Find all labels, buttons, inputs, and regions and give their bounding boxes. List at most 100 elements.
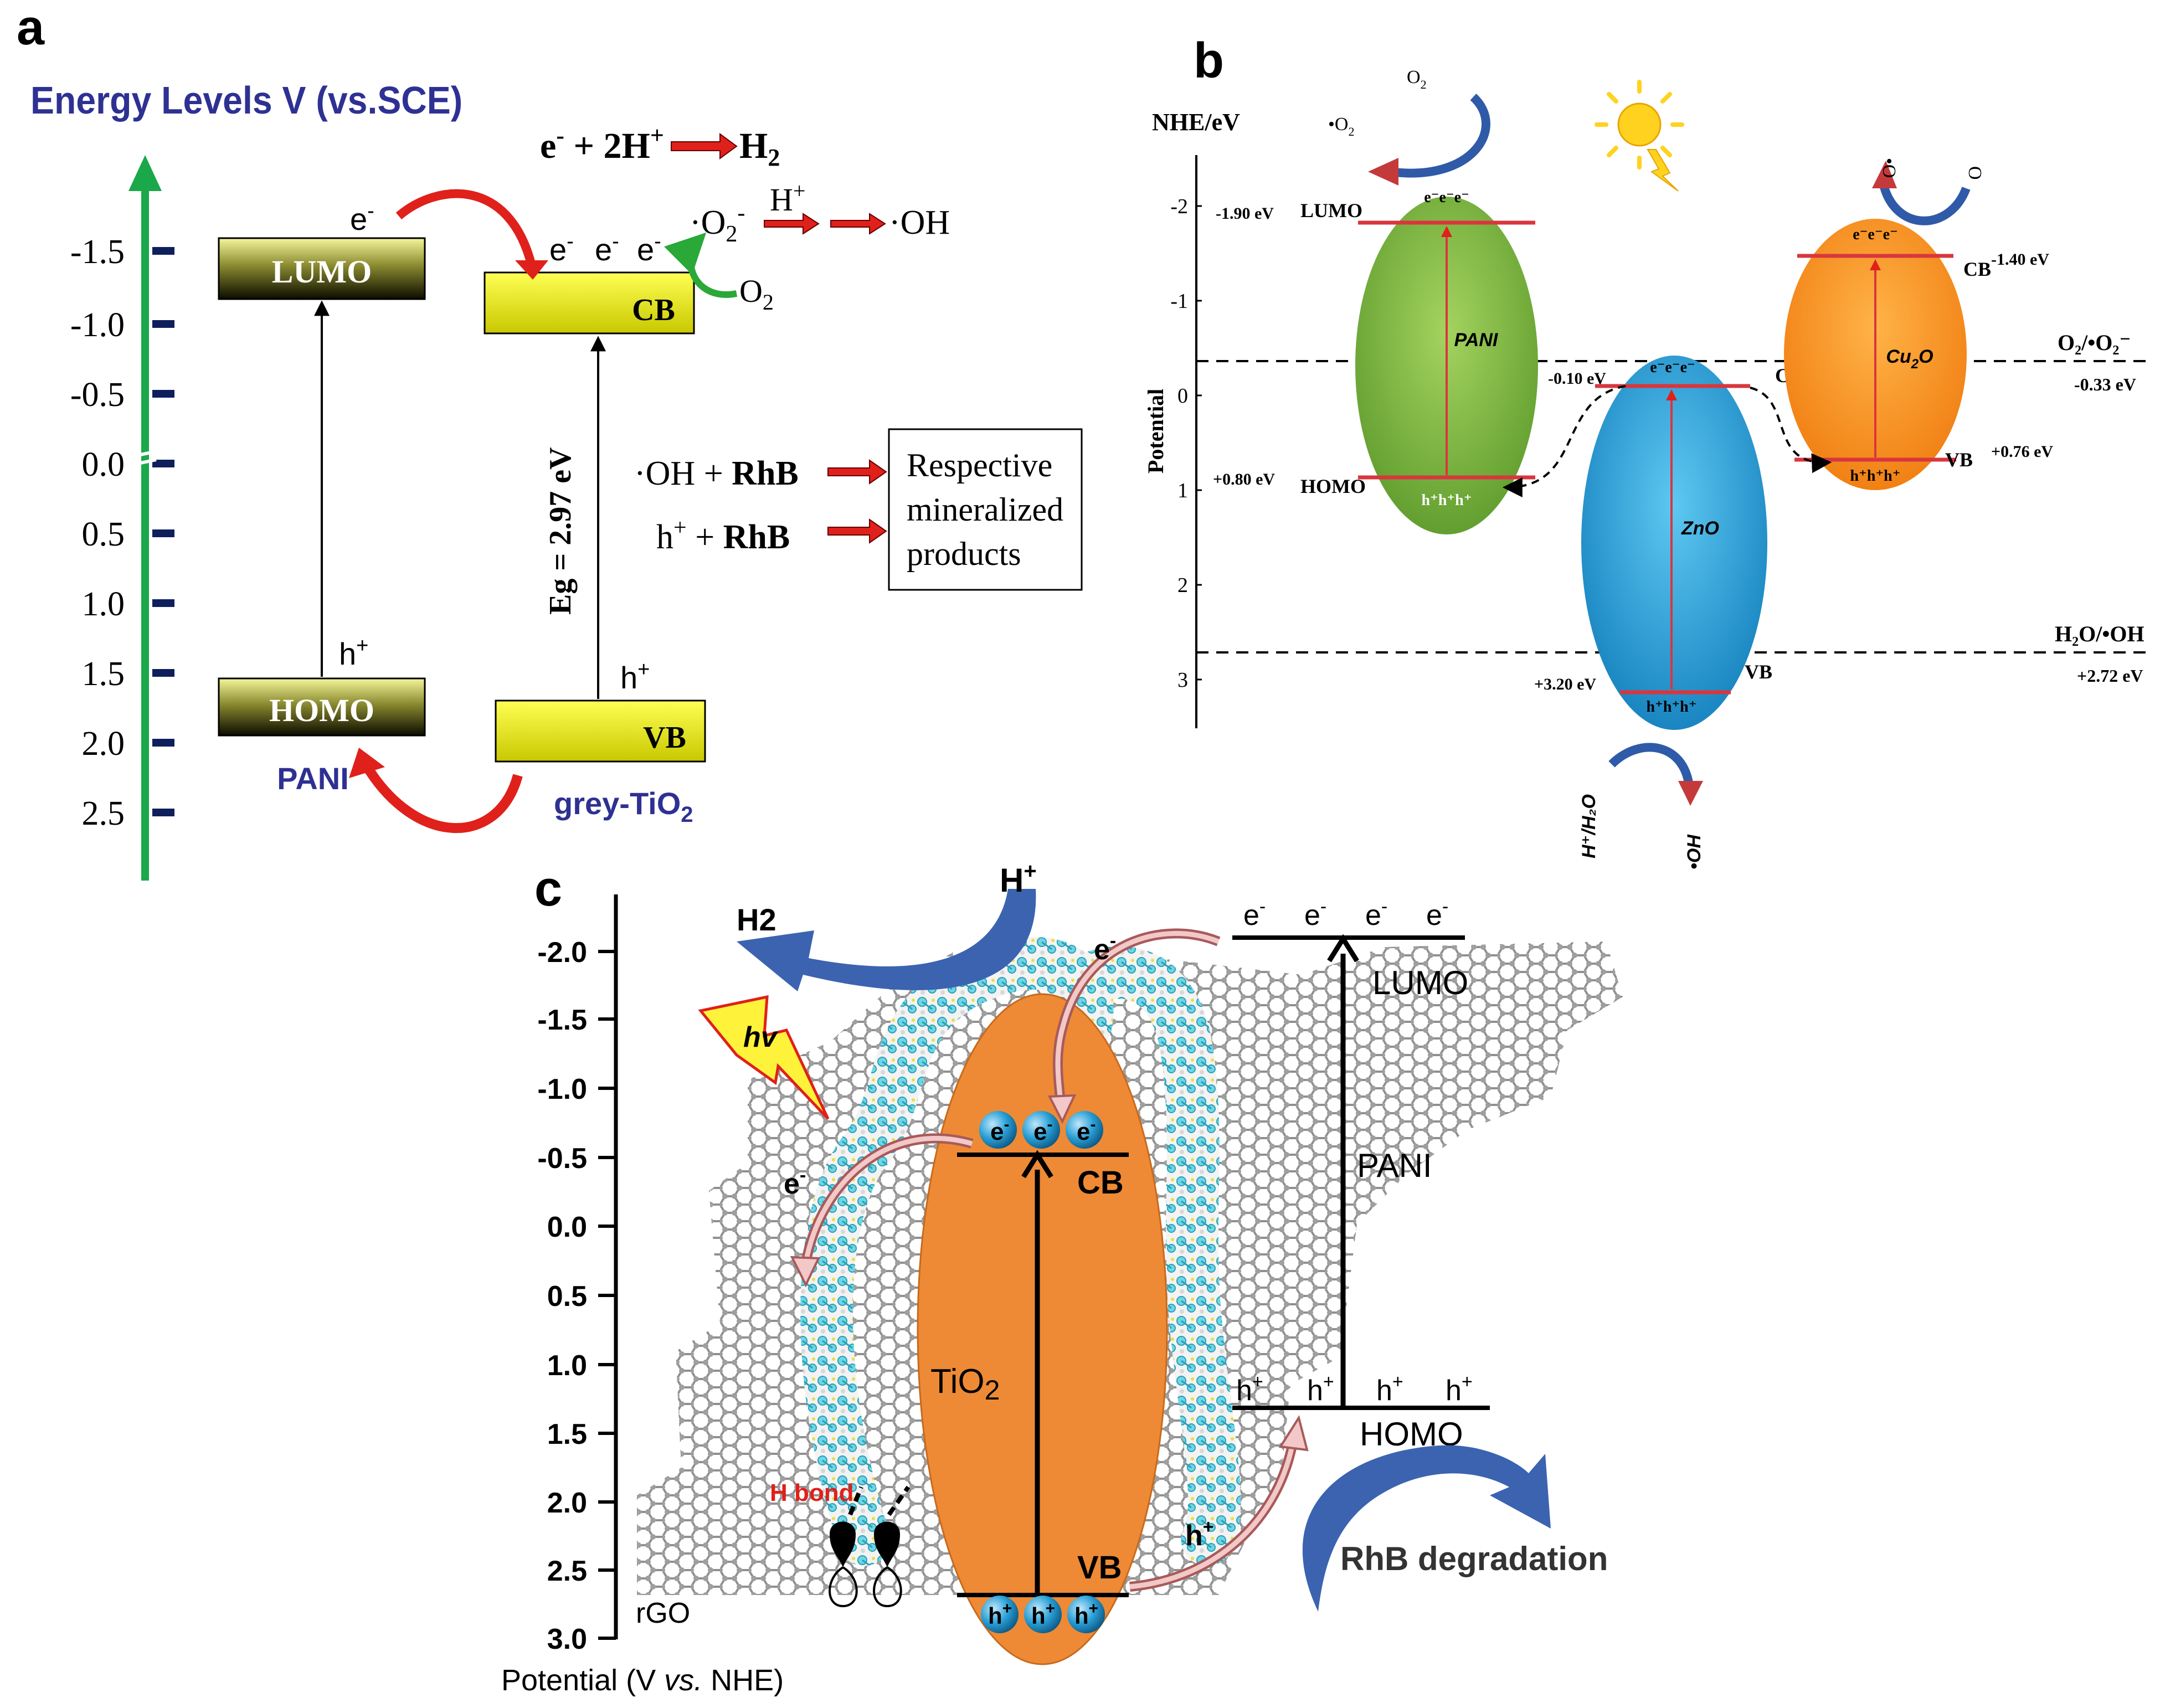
- electron-ball: [1066, 1111, 1103, 1149]
- hbond-loop: [829, 1566, 858, 1608]
- panel-a-tick: [152, 460, 174, 467]
- panel-a-cb-electrons: e-: [549, 230, 574, 267]
- panel-a-axis-break: [135, 450, 157, 457]
- panel-b-pani-superoxide: •O2: [1328, 114, 1354, 138]
- lumo-electron: e-: [1426, 896, 1448, 932]
- pani-polymer-chain-left: [800, 937, 1114, 1566]
- electron-ball-label: e-: [1077, 1115, 1096, 1145]
- panel-a-tick: [152, 320, 174, 328]
- panel-b-tick-label: 3: [1177, 668, 1188, 692]
- electron-ball: [1022, 1111, 1060, 1149]
- panel-b-label: b: [1194, 33, 1224, 89]
- lumo-to-cb-electron-arrow-inner: [1055, 930, 1220, 1103]
- panel-a-tick-labels: -1.5 -1.0 -0.5 0.0 0.5 1.0 1.5 2.0 2.5: [70, 233, 125, 832]
- panel-b-cu2o-vb-label: VB: [1945, 449, 1973, 471]
- rgo-transfer-electron: e-: [784, 1165, 806, 1200]
- cb-to-rgo-electron-arrowhead: [790, 1256, 821, 1288]
- panel-a-homo-hole: h+: [339, 634, 368, 671]
- panel-a-products-line: mineralized: [907, 491, 1063, 528]
- panel-a-vb-bar: [495, 699, 706, 763]
- panel-a-axis-break: [135, 458, 157, 466]
- panel-b-cu2o-vb-value: +0.76 eV: [1991, 443, 2053, 461]
- panel-a-hplus: H+: [770, 178, 805, 218]
- panel-a-vb-hole: h+: [620, 658, 650, 695]
- panel-c-h2-label: H2: [737, 902, 776, 937]
- panel-b-h2o-couple: H₂O/•OH: [2055, 621, 2144, 646]
- hole-ball-label: h+: [988, 1599, 1012, 1629]
- panel-b-tick-label: -1: [1170, 290, 1188, 313]
- panel-a-tick: [152, 599, 174, 607]
- panel-b-pani-o2-arrow-head: [1368, 158, 1398, 186]
- panel-b-cu2o-o2-arrow: [1879, 182, 1971, 225]
- panel-b-cu2o-cb-label: CB: [1963, 258, 1991, 280]
- panel-b-zno-holes: h⁺h⁺h⁺: [1646, 698, 1696, 716]
- panel-b-tick-label: 0: [1177, 384, 1188, 408]
- panel-a-cb-electrons: e-: [595, 230, 619, 267]
- panel-a-electron-transfer-arrowhead: [515, 260, 548, 280]
- panel-b-zno-vb-value: +3.20 eV: [1534, 675, 1596, 693]
- tio2-name: TiO2: [930, 1362, 1000, 1406]
- panel-a-oh-rhb: ·OH + RhB: [634, 455, 799, 492]
- panel-a-tick-label: 2.0: [82, 725, 125, 763]
- rhb-degradation-arrow: [1302, 1445, 1551, 1612]
- cb-to-rgo-electron-arrow-inner: [803, 1135, 973, 1263]
- panel-b-y-label: Potential: [1143, 389, 1168, 474]
- pani-excitation-arrowhead: [1327, 934, 1359, 963]
- panel-b-cu2o-o2-arrow-head: [1872, 161, 1897, 188]
- pani-lumo-label: LUMO: [1372, 964, 1468, 1001]
- panel-a-products-line: products: [907, 536, 1021, 572]
- panel-a-tick: [152, 669, 174, 677]
- homo-hole: h+: [1446, 1371, 1473, 1407]
- lumo-electron: e-: [1365, 896, 1387, 932]
- panel-b-pani-homo-label: HOMO: [1300, 475, 1366, 497]
- panel-b-pani-o2-arrow: [1389, 94, 1490, 178]
- lumo-transfer-electron: e-: [1094, 930, 1116, 966]
- panel-b-cu2o-electrons: e⁻e⁻e⁻: [1853, 226, 1898, 243]
- panel-b: b NHE/eV Potential -2 -1 0 1 2 3 O₂/•O₂⁻…: [1143, 33, 2152, 870]
- electron-ball: [979, 1111, 1017, 1149]
- vb-to-homo-hole-arrowhead: [1278, 1415, 1309, 1452]
- panel-a-radical-arrow-1: [764, 213, 820, 235]
- electron-ball-label: e-: [990, 1115, 1009, 1145]
- panel-a-lumo-label: LUMO: [272, 254, 372, 290]
- panel-a-tick-label: 1.5: [82, 655, 125, 693]
- hole-ball-label: h+: [1074, 1599, 1098, 1629]
- panel-c-tick-label: -1.0: [537, 1073, 587, 1105]
- panel-b-tick-label: 1: [1177, 479, 1188, 502]
- panel-b-oh-label: •OH: [1684, 834, 1705, 870]
- panel-a-axis-arrowhead: [128, 155, 162, 191]
- panel-a-bandgap-label: Eg = 2.97 eV: [543, 447, 578, 615]
- panel-c-x-axis-label: Potential (V vs. NHE): [501, 1664, 784, 1697]
- panel-a: a Energy Levels V (vs.SCE) -1.5 -1.0 -0.…: [17, 0, 1083, 881]
- panel-c-hplus-label: H+: [1000, 859, 1037, 899]
- panel-b-h2o-couple-value: +2.72 eV: [2077, 666, 2143, 686]
- panel-b-cu2o-name: Cu2O: [1886, 346, 1933, 372]
- panel-b-h2o-label: H⁺/H₂O: [1578, 794, 1600, 858]
- pani-name-label: PANI: [1357, 1147, 1432, 1184]
- hbond-group: H bond: [770, 1479, 911, 1608]
- panel-a-tick-label: 2.5: [82, 795, 125, 832]
- panel-c-hv-label: hv: [743, 1021, 779, 1053]
- panel-a-h2-equation: e- + 2H+: [540, 122, 664, 166]
- panel-b-zno-vb-label: VB: [1745, 661, 1772, 683]
- panel-a-ticks: [135, 247, 174, 816]
- pani-polymer-chain-right: [1048, 946, 1241, 1566]
- panel-b-zno-oh-arrow-head: [1678, 781, 1703, 806]
- panel-a-h2-arrow: [671, 133, 738, 160]
- panel-a-electron-transfer-arrow: [395, 189, 536, 267]
- panel-a-products-box: [888, 428, 1083, 591]
- sun-icon: [1595, 80, 1684, 169]
- pani-homo-holes: h+ h+ h+ h+: [1236, 1371, 1473, 1407]
- hbond-loop: [873, 1566, 902, 1608]
- panel-b-electron-transfer-arrow: [1750, 387, 1832, 474]
- panel-b-pani-homo-value: +0.80 eV: [1213, 470, 1275, 488]
- panel-a-axis-title: Energy Levels V (vs.SCE): [30, 79, 462, 122]
- vb-to-homo-hole-arrow-inner: [1129, 1439, 1296, 1589]
- hbond-dash: [848, 1486, 863, 1516]
- panel-b-pani-o2: O2: [1407, 67, 1427, 91]
- hole-ball: [1024, 1596, 1062, 1633]
- panel-a-tick-label: 0.0: [82, 446, 125, 483]
- electron-ball-label: e-: [1033, 1115, 1052, 1145]
- panel-b-pani-holes: h⁺h⁺h⁺: [1421, 492, 1472, 509]
